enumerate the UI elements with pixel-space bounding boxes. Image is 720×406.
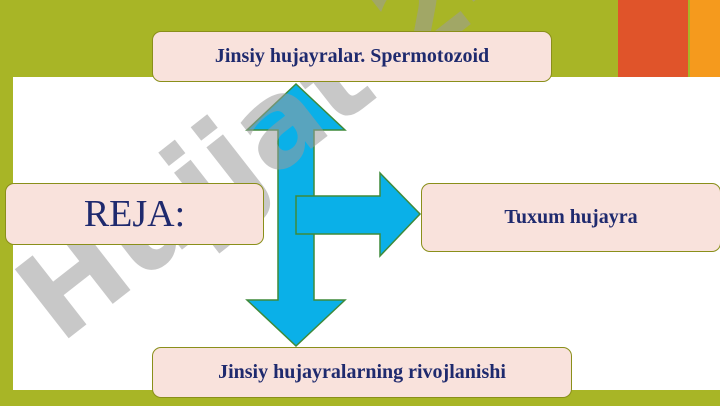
corner-accent-orange — [618, 0, 688, 77]
plan-label: REJA: — [83, 193, 186, 235]
plan-box: REJA: — [5, 183, 264, 245]
corner-accent-amber — [690, 0, 720, 77]
topic-box-egg-cell: Tuxum hujayra — [421, 183, 720, 252]
topic-box-spermatozoid: Jinsiy hujayralar. Spermotozoid — [152, 31, 552, 82]
topic-box-development: Jinsiy hujayralarning rivojlanishi — [152, 347, 572, 398]
topic-label: Tuxum hujayra — [504, 206, 638, 228]
topic-label: Jinsiy hujayralar. Spermotozoid — [214, 45, 490, 67]
right-arrow — [295, 171, 422, 258]
topic-label: Jinsiy hujayralarning rivojlanishi — [218, 361, 506, 383]
